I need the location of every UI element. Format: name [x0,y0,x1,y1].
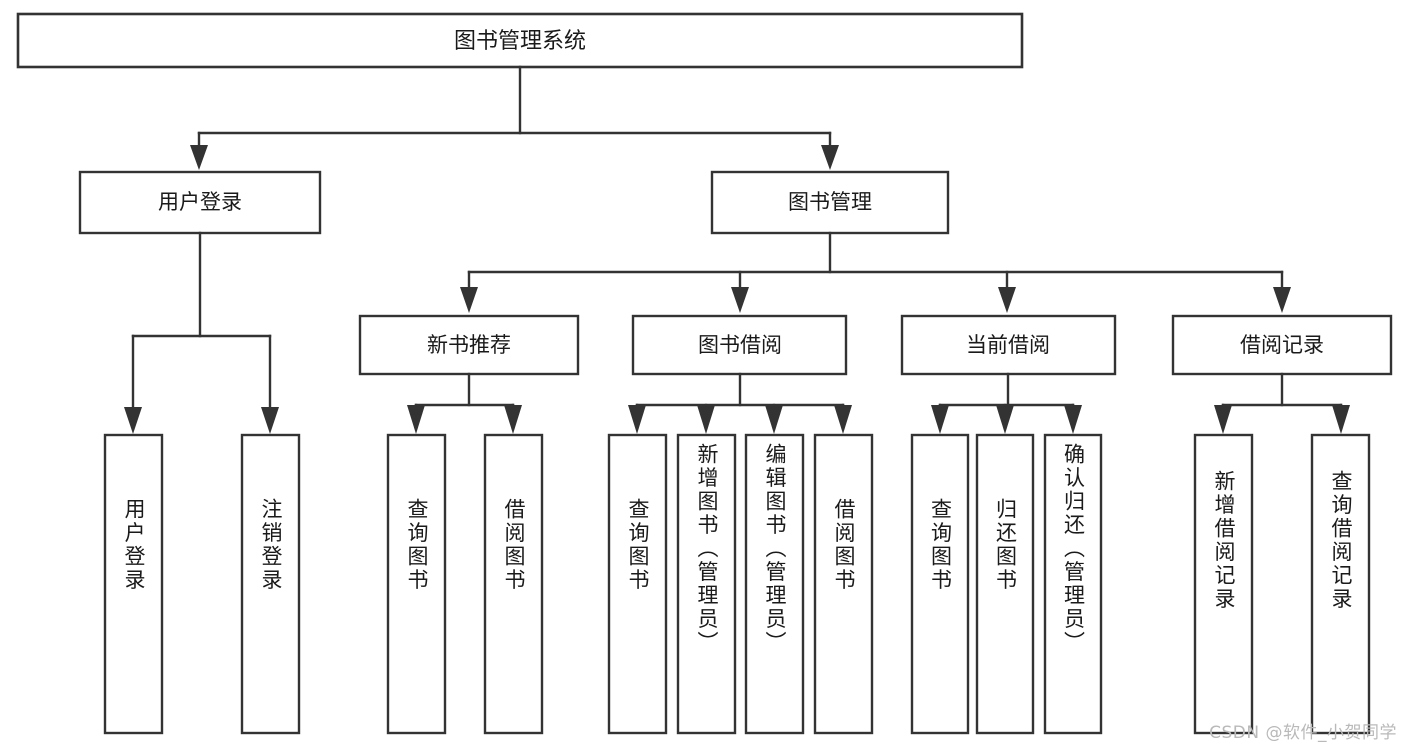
arrow-head-current-borrow [998,287,1016,313]
arrow-head-new-book-leaf-2 [504,405,522,434]
connector-user-login-to-leaves [124,231,279,434]
leaf-box-current-borrow-3[interactable] [1043,433,1103,735]
current-borrow-box-rect[interactable] [900,314,1117,376]
arrow-head-current-borrow-leaf-1 [931,405,949,434]
book-manage-box-label: 图书管理 [788,190,872,214]
user-login-box-label: 用户登录 [158,190,242,214]
connector-book-borrow-to-leaves [628,372,852,434]
connector-borrow-record-to-leaves [1214,372,1350,434]
node-user-login[interactable]: 用户登录 [78,170,322,235]
new-book-box-rect[interactable] [358,314,580,376]
leaf-box-borrow-record-1[interactable] [1193,433,1254,735]
arrow-head-current-borrow-leaf-3 [1064,405,1082,434]
leaf-box-borrow-record-2[interactable] [1310,433,1371,735]
arrow-head-new-book [460,287,478,313]
new-book-box-label: 新书推荐 [427,333,511,357]
book-manage-box-rect[interactable] [710,170,950,235]
node-root[interactable]: 图书管理系统 [16,12,1024,69]
book-borrow-box-label: 图书借阅 [698,333,782,357]
node-current-borrow[interactable]: 当前借阅 [900,314,1117,376]
book-borrow-box-rect[interactable] [631,314,848,376]
arrow-head-book-borrow [731,287,749,313]
root-box-label: 图书管理系统 [454,29,586,54]
leaf-box-book-borrow-4[interactable] [813,433,874,735]
root-box-rect[interactable] [16,12,1024,69]
leaf-box-user-login-1[interactable] [103,433,164,735]
connector-root-to-level2 [190,65,839,170]
arrow-head-book-borrow-leaf-2 [697,405,715,434]
csdn-watermark: CSDN @软件_小贺同学 [1209,723,1397,743]
arrow-head-book-manage [821,145,839,170]
arrow-head-user-login [190,145,208,170]
arrow-head-current-borrow-leaf-2 [996,405,1014,434]
node-new-book-recommend[interactable]: 新书推荐 [358,314,580,376]
connector-book-manage-to-level3 [460,231,1291,313]
node-book-manage[interactable]: 图书管理 [710,170,950,235]
current-borrow-box-label: 当前借阅 [966,333,1050,357]
leaf-box-user-login-2[interactable] [240,433,301,735]
borrow-record-box-label: 借阅记录 [1240,333,1324,357]
arrow-head-borrow-record [1273,287,1291,313]
arrow-head-user-login-leaf-2 [261,407,279,434]
node-borrow-record[interactable]: 借阅记录 [1171,314,1393,376]
leaf-box-new-book-2[interactable] [483,433,544,735]
arrow-head-book-borrow-leaf-4 [834,405,852,434]
node-book-borrow[interactable]: 图书借阅 [631,314,848,376]
leaf-box-book-borrow-2[interactable] [676,433,737,735]
arrow-head-borrow-record-leaf-2 [1332,405,1350,434]
arrow-head-new-book-leaf-1 [407,405,425,434]
leaf-box-current-borrow-2[interactable] [975,433,1035,735]
arrow-head-user-login-leaf-1 [124,407,142,434]
arrow-head-book-borrow-leaf-1 [628,405,646,434]
leaf-box-current-borrow-1[interactable] [910,433,970,735]
connector-current-borrow-to-leaves [931,372,1082,434]
borrow-record-box-rect[interactable] [1171,314,1393,376]
leaf-box-new-book-1[interactable] [386,433,447,735]
connector-new-book-to-leaves [407,372,522,434]
leaf-box-book-borrow-1[interactable] [607,433,668,735]
arrow-head-borrow-record-leaf-1 [1214,405,1232,434]
leaf-box-book-borrow-3[interactable] [744,433,805,735]
arrow-head-book-borrow-leaf-3 [765,405,783,434]
